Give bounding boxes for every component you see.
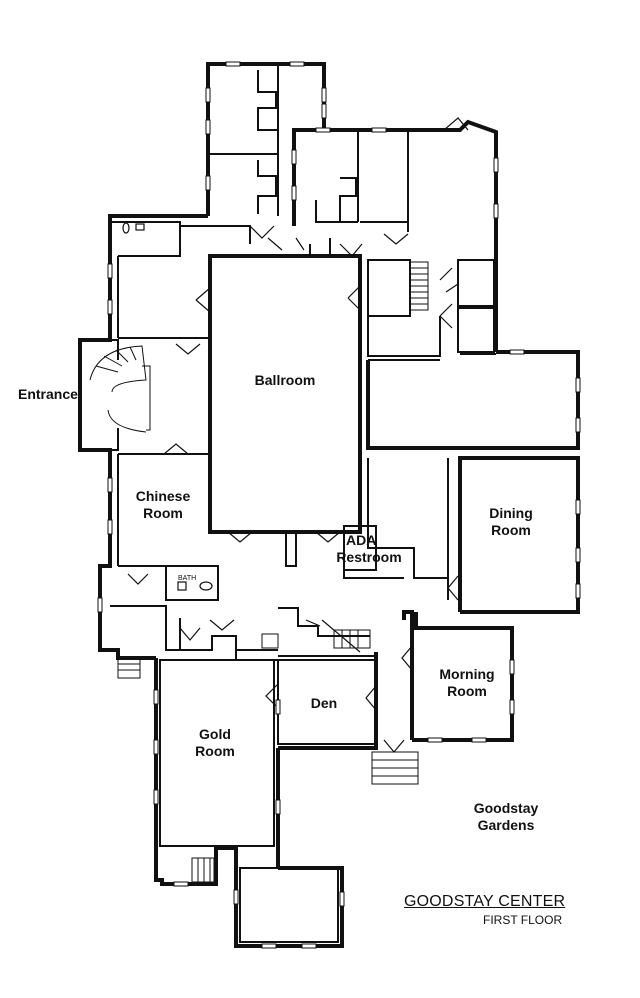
area-label-gardens: Goodstay Gardens [466, 800, 546, 834]
chinese-room-line2: Room [143, 505, 183, 521]
staircases [89, 261, 429, 883]
windows [97, 61, 581, 949]
morning-room-line2: Room [447, 683, 487, 699]
room-label-den: Den [310, 695, 338, 711]
room-label-ballroom: Ballroom [254, 372, 316, 388]
room-label-gold-room: Gold Room [180, 726, 250, 760]
ada-restroom-line1: ADA [346, 532, 377, 548]
room-label-chinese-room: Chinese Room [128, 488, 198, 522]
bath-tag: BATH [178, 575, 197, 582]
room-label-entrance: Entrance [18, 386, 78, 402]
room-label-ada-restroom: ADA Restroom [332, 532, 406, 566]
gardens-line2: Gardens [477, 817, 535, 833]
room-label-dining-room: Dining Room [476, 505, 546, 539]
dining-room-line2: Room [491, 522, 531, 538]
interior-walls [90, 64, 496, 943]
doors [127, 117, 469, 753]
plan-subtitle: FIRST FLOOR [483, 913, 563, 927]
ada-restroom-line2: Restroom [336, 549, 402, 565]
bath-fixtures [122, 222, 213, 591]
gold-room-line1: Gold [199, 726, 231, 742]
plan-title: GOODSTAY CENTER [404, 893, 566, 910]
dining-room-line1: Dining [489, 505, 533, 521]
gardens-line1: Goodstay [473, 800, 539, 816]
morning-room-line1: Morning [439, 666, 495, 682]
gold-room-line2: Room [195, 743, 235, 759]
room-label-morning-room: Morning Room [430, 666, 504, 700]
chinese-room-line1: Chinese [135, 488, 191, 504]
